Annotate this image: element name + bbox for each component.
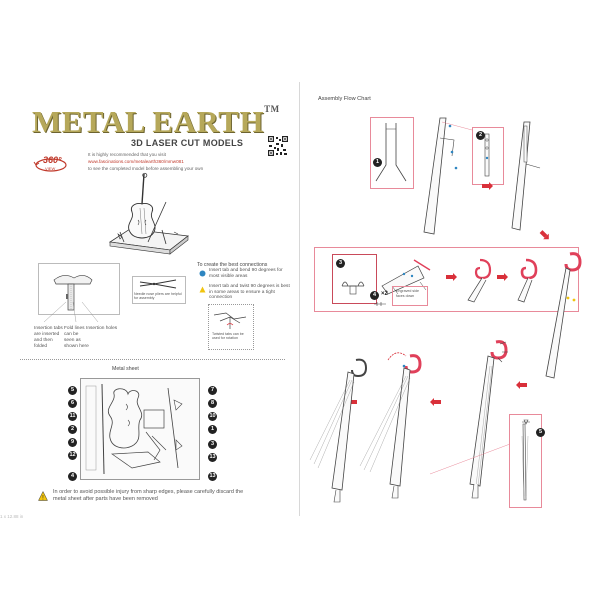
model-360-link[interactable]: www.fascinations.com/metalearth360/mmw08…	[88, 159, 184, 164]
sheet-part-number: 11	[68, 412, 77, 421]
metal-sheet-parts	[85, 383, 183, 475]
tab-fold-illustration	[53, 275, 93, 311]
step-2-part-illustration	[484, 133, 490, 177]
sheet-part-number: 12	[68, 451, 77, 460]
neck-assembly-4	[469, 340, 508, 499]
step-number: 2	[476, 131, 485, 140]
neck-assembly-6	[309, 358, 368, 503]
label-insertion-tabs: Insertion tabs are inserted and then fol…	[34, 326, 63, 349]
neck-assembly-3	[545, 252, 582, 379]
step-3-section	[314, 247, 579, 312]
step-4-multiplier: ×2	[381, 291, 388, 297]
intro-line-3: to see the completed model before assemb…	[88, 166, 204, 171]
view-360-badge: 360° VIEW	[33, 154, 69, 176]
svg-text:!: !	[42, 496, 44, 502]
scroll-step-c	[517, 258, 538, 303]
badge-360-text: 360°	[43, 155, 62, 165]
neck-assembly-1-lines	[441, 121, 473, 131]
sheet-part-number: 9	[68, 438, 77, 447]
section-divider	[20, 359, 285, 360]
warning-icon: !	[38, 490, 48, 502]
label-fold-lines: Fold lines can be seen as shown here	[64, 326, 89, 349]
sheet-part-number: 3	[208, 440, 217, 449]
sheet-part-number: 5	[68, 386, 77, 395]
tip-bend-text: Insert tab and bend 90 degrees for most …	[209, 268, 283, 279]
twist-tab-illustration	[213, 312, 247, 329]
metal-sheet-title: Metal sheet	[112, 366, 139, 372]
badge-view-text: VIEW	[45, 166, 56, 171]
step-5-part-illustration	[521, 419, 530, 501]
completed-cello-illustration	[108, 172, 190, 255]
leader-lines	[43, 301, 99, 323]
sheet-part-number: 4	[68, 472, 77, 481]
neck-assembly-2	[511, 121, 541, 231]
connections-title: To create the best connections	[197, 262, 268, 268]
tools-box	[132, 276, 186, 304]
neck-assembly-1	[423, 117, 458, 235]
tools-caption: Needle nose pliers are helpful for assem…	[134, 292, 182, 300]
page-fold-line	[299, 82, 300, 516]
step-4-small-part	[374, 302, 386, 306]
step-3-caption-box	[392, 286, 428, 306]
warning-text: In order to avoid possible injury from s…	[53, 489, 244, 502]
neck-assembly-5	[359, 352, 422, 499]
twist-caption: Twisted tabs can be used for rotation	[212, 332, 244, 340]
step-number: 1	[373, 158, 382, 167]
metal-sheet-frame	[80, 378, 200, 480]
sheet-part-number: 7	[208, 386, 217, 395]
flow-arrow-left	[430, 398, 441, 406]
brand-subtitle: 3D LASER CUT MODELS	[131, 138, 244, 148]
tab-diagram-frame	[38, 263, 120, 315]
label-insertion-holes: Insertion holes	[86, 326, 118, 331]
intro-line-1: It is highly recommended that you visit	[88, 152, 166, 157]
step-5-box	[509, 414, 542, 508]
pliers-icon	[139, 279, 177, 289]
flow-arrow-left	[516, 381, 527, 389]
logo-text: METAL EARTH	[32, 104, 265, 139]
rotate-arrow-icon	[33, 158, 67, 172]
flow-arrow-right	[497, 273, 508, 281]
step-3-caption: Engraved side faces down	[396, 289, 419, 298]
flow-chart-title: Assembly Flow Chart	[318, 96, 371, 102]
step-1-part-illustration	[375, 123, 407, 182]
brand-logo: METAL EARTHTM	[32, 104, 280, 140]
step-number: 3	[336, 259, 345, 268]
step-1-box	[370, 117, 414, 189]
sheet-part-number: 10	[208, 412, 217, 421]
twist-diagram-frame	[208, 304, 254, 350]
trademark-mark: TM	[264, 104, 280, 114]
sheet-part-number: 2	[68, 425, 77, 434]
sheet-part-number: 13	[208, 472, 217, 481]
step-number: 5	[536, 428, 545, 437]
sheet-part-number: 13	[208, 453, 217, 462]
qr-code-icon[interactable]	[268, 136, 288, 156]
flow-arrow-right	[482, 182, 493, 190]
scroll-step-b	[467, 258, 492, 303]
sheet-part-number: 8	[208, 399, 217, 408]
step-3-box	[332, 254, 377, 304]
sheet-part-number: 1	[208, 425, 217, 434]
flow-arrow-right	[446, 273, 457, 281]
blue-dot-icon	[199, 270, 206, 277]
step-5-leader-line	[429, 443, 511, 475]
tip-twist-text: Insert tab and twist 90 degrees is best …	[209, 284, 290, 300]
step-number: 4	[370, 291, 379, 300]
yellow-triangle-icon	[199, 286, 206, 293]
dimension-note: 1 x 12.88 in	[0, 514, 24, 519]
step-3-part-illustration	[341, 281, 365, 295]
sheet-part-number: 6	[68, 399, 77, 408]
